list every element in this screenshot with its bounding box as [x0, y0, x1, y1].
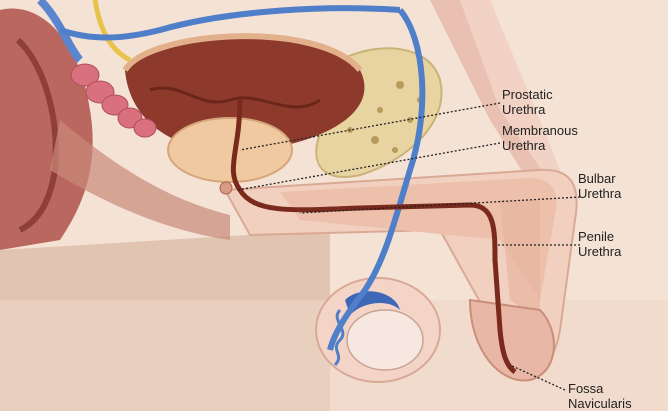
label-line-2: Urethra: [578, 186, 621, 201]
label-line-2: Urethra: [502, 138, 578, 153]
label-line-1: Membranous: [502, 123, 578, 138]
label-penile-urethra: Penile Urethra: [578, 229, 621, 259]
label-line-2: Navicularis: [568, 396, 632, 411]
label-line-2: Urethra: [502, 102, 553, 117]
label-line-1: Penile: [578, 229, 621, 244]
label-bulbar-urethra: Bulbar Urethra: [578, 171, 621, 201]
label-line-1: Bulbar: [578, 171, 621, 186]
label-line-1: Fossa: [568, 381, 632, 396]
testis: [347, 310, 423, 370]
label-line-1: Prostatic: [502, 87, 553, 102]
prostate: [168, 118, 292, 182]
bulbourethral-gland: [220, 182, 232, 194]
label-prostatic-urethra: Prostatic Urethra: [502, 87, 553, 117]
label-line-2: Urethra: [578, 244, 621, 259]
label-membranous-urethra: Membranous Urethra: [502, 123, 578, 153]
label-fossa-navicularis: Fossa Navicularis: [568, 381, 632, 411]
